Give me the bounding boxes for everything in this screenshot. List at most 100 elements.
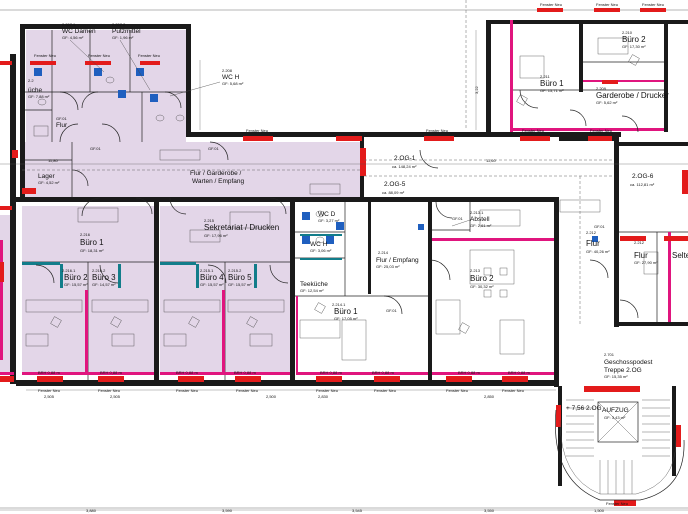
buero5-area: GF: 15,57 m² <box>228 282 252 287</box>
buero2-left-number: 2.216.1 <box>62 268 76 273</box>
fenster-neu-label: Fenster Neu <box>98 388 120 393</box>
dimension-value: 2,830 <box>318 394 329 399</box>
buero1-mid-name: Büro 1 <box>334 307 358 316</box>
fenster-neu-label: Fenster Neu <box>426 128 448 133</box>
lager-area: GF: 4,52 m² <box>38 180 60 185</box>
dimension-value: 11,60 <box>486 158 496 163</box>
brh-label: BRH 0,88 m <box>508 370 530 375</box>
fenster-neu-label: Fenster Neu <box>642 2 664 7</box>
brh-label: BRH 0,88 m <box>176 370 198 375</box>
dimension-value: 2,505 <box>44 394 55 399</box>
flur-far-right-name: Flur <box>634 251 648 260</box>
wc-h-mid-name: WC H <box>310 241 328 248</box>
geschosspodest-number: 2.701 <box>604 352 615 357</box>
buero5-number: 2.215.2 <box>228 268 242 273</box>
fenster-neu-label: Fenster Neu <box>34 53 56 58</box>
fenster-neu-label: Fenster Neu <box>446 388 468 393</box>
fenster-neu-label: Fenster Neu <box>502 388 524 393</box>
kueche-area: GF: 7,88 m² <box>28 94 50 99</box>
teekueche-name: Teeküche <box>300 281 328 288</box>
abstell-area: GF: 2,61 m² <box>470 223 492 228</box>
og1-name: 2.OG-1 <box>394 155 416 162</box>
garderobe-name: Garderobe / Drucker <box>596 91 669 100</box>
dimension-value: 2,505 <box>110 394 121 399</box>
putzmittel-name: Putzmittel <box>112 28 141 35</box>
og1-area: ca. 148,24 m² <box>392 164 417 169</box>
window-captions: Fenster Neu Fenster Neu Fenster Neu Fens… <box>34 2 664 506</box>
buero2-right-area: GF: 17,30 m² <box>622 44 646 49</box>
geschosspodest-line2: Treppe 2.OG <box>604 367 642 374</box>
og6-name: 2.OG-6 <box>632 173 654 180</box>
flur-right-area: GF: 40,26 m² <box>586 249 610 254</box>
fenster-neu-label: Fenster Neu <box>590 128 612 133</box>
walls <box>10 20 688 486</box>
buero2-mid-number: 2.213 <box>470 268 481 273</box>
brh-label: BRH 0,88 m <box>458 370 480 375</box>
room-fills <box>0 30 362 375</box>
fenster-neu-label: Fenster Neu <box>540 2 562 7</box>
dashed-lines <box>22 0 614 324</box>
putzmittel-area: GF: 1,96 m² <box>112 35 134 40</box>
buero3-left-name: Büro 3 <box>92 273 116 282</box>
brh-label: BRH 0,88 m <box>100 370 122 375</box>
buero3-left-number: 2.216.2 <box>92 268 106 273</box>
flur-garderobe-line1: Flur / Garderobe / <box>190 170 241 177</box>
dimension-value: 2,850 <box>484 394 495 399</box>
brh-labels: BRH 0,88 m BRH 0,88 m BRH 0,88 m BRH 0,8… <box>38 146 605 375</box>
magenta-walls <box>0 20 671 375</box>
room-labels: 2.207.1 WC Damen GF: 4,56 m² 2.207.2 Put… <box>28 22 688 420</box>
gf01-tag: GF.01 <box>90 146 101 151</box>
fenster-neu-label: Fenster Neu <box>606 501 628 506</box>
og5-name: 2.OG-5 <box>384 181 406 188</box>
buero1-right-name: Büro 1 <box>540 79 564 88</box>
abstell-number: 2.213.1 <box>470 210 484 215</box>
abstell-name: Abstell <box>470 216 490 223</box>
wc-h-top-area: GF: 5,68 m² <box>222 81 244 86</box>
gf01-tag: GF.01 <box>386 308 397 313</box>
toilets <box>37 76 325 244</box>
kueche-number: 2.2 <box>28 78 34 83</box>
flur-far-right-area: GF: 27,90 m² <box>634 260 658 265</box>
buero1-mid-area: GF: 17,05 m² <box>334 316 358 321</box>
brh-label: BRH 0,88 m <box>38 370 60 375</box>
buero5-name: Büro 5 <box>228 273 252 282</box>
lager-name: Lager <box>38 173 55 180</box>
wc-damen-name: WC Damen <box>62 28 96 35</box>
dimension-value: 3,880 <box>86 508 97 513</box>
aufzug-area: GF: 3,43 m² <box>604 415 626 420</box>
gf01-tag: GF.01 <box>452 216 463 221</box>
flur-top-name: Flur <box>56 122 68 129</box>
level-marker: + 7,56 2.OG <box>566 405 602 412</box>
fenster-neu-label: Fenster Neu <box>88 53 110 58</box>
buero1-left-area: GF: 18,31 m² <box>80 248 104 253</box>
interior-lines <box>0 9 688 509</box>
geschosspodest-line1: Geschosspodest <box>604 359 653 366</box>
flur-empfang-area: GF: 25,03 m² <box>376 264 400 269</box>
fenster-neu-label: Fenster Neu <box>316 388 338 393</box>
flur-far-right-number: 2.212 <box>634 240 645 245</box>
buero3-left-area: GF: 14,57 m² <box>92 282 116 287</box>
flur-top-area: GF.01 <box>56 116 67 121</box>
fenster-neu-label: Fenster Neu <box>236 388 258 393</box>
selte-name: Selte <box>672 251 688 260</box>
stair-tower <box>555 386 685 501</box>
buero2-left-name: Büro 2 <box>64 273 88 282</box>
flur-empfang-name: Flur / Empfang <box>376 257 419 264</box>
buero1-mid-number: 2.214.1 <box>332 302 346 307</box>
wc-d-mid-area: GF: 3,27 m² <box>318 218 340 223</box>
og5-area: ca. 88,09 m² <box>382 190 405 195</box>
chairs <box>50 54 640 334</box>
dimension-value: 3,590 <box>222 508 233 513</box>
windows <box>0 8 688 506</box>
buero2-right-name: Büro 2 <box>622 35 646 44</box>
kueche-name: üche <box>28 87 42 94</box>
dimension-value: 3,545 <box>352 508 363 513</box>
fenster-neu-label: Fenster Neu <box>246 128 268 133</box>
furniture <box>25 37 659 361</box>
buero1-right-area: GF: 15,71 m² <box>540 88 564 93</box>
wc-h-mid-area: GF: 3,06 m² <box>310 248 332 253</box>
buero4-number: 2.215.1 <box>200 268 214 273</box>
garderobe-area: GF: 5,62 m² <box>596 100 618 105</box>
dimension-value: 1,500 <box>594 508 605 513</box>
